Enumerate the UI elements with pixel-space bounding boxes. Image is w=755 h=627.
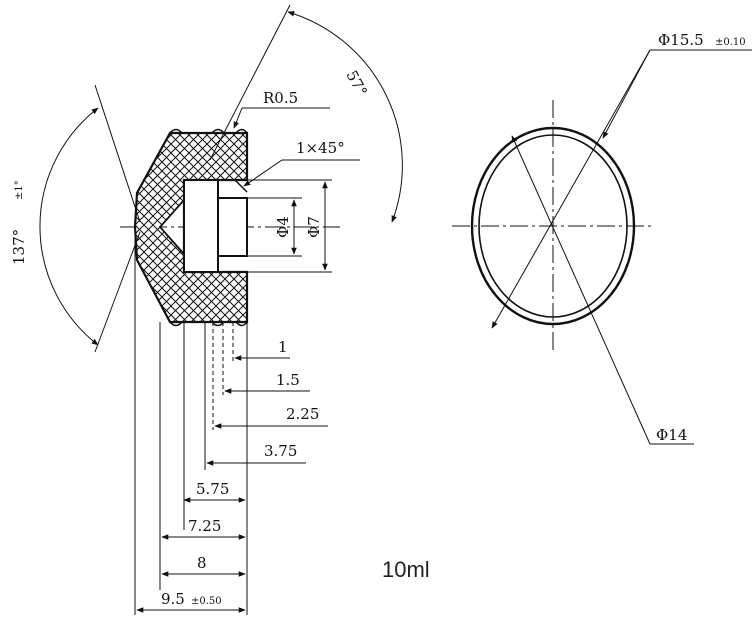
len-7-25-label: 7.25 [188, 517, 221, 535]
angle-57-ext-line [209, 4, 291, 161]
len-2-25-label: 2.25 [286, 405, 319, 423]
section-hatch [135, 133, 247, 322]
radius-label: R0.5 [263, 89, 298, 107]
outer-dia-label: Φ15.5 [658, 31, 704, 49]
len-8-label: 8 [197, 554, 207, 572]
len-1-label: 1 [278, 338, 288, 356]
angle-57-arc [287, 11, 403, 223]
volume-caption: 10ml [382, 557, 430, 582]
len-9-5-label: 9.5 [161, 590, 185, 608]
bore-large-label: Φ7 [305, 216, 323, 238]
angle-57-label: 57° [342, 67, 370, 99]
bore-large [183, 179, 219, 273]
bore-small-label: Φ4 [274, 216, 292, 238]
chamfer-leader-arrow [243, 159, 283, 187]
radius-leader-arrow [233, 107, 243, 129]
outer-dia-tolerance: ±0.10 [715, 37, 746, 48]
top-edge-bumps [169, 128, 248, 134]
angle-137-tolerance: ±1° [14, 180, 25, 200]
len-5-75-label: 5.75 [196, 480, 229, 498]
outer-circle [470, 126, 636, 326]
angle-137-ext-bottom [94, 231, 141, 353]
section-view: R0.5 1×45° 57° 137° ±1° Φ4 Φ7 [10, 4, 403, 615]
section-outline [133, 131, 249, 324]
len-3-75-label: 3.75 [264, 442, 297, 460]
angle-137-arc [39, 107, 99, 346]
bore-small [217, 197, 248, 257]
end-view: Φ15.5 ±0.10 Φ14 [452, 31, 752, 445]
angle-137-label: 137° [10, 229, 28, 265]
cone-point [158, 199, 185, 255]
chamfer-label: 1×45° [296, 139, 345, 157]
len-1-5-label: 1.5 [276, 371, 300, 389]
angle-137-ext-top [94, 84, 141, 223]
outer-dia-leader-arrow [602, 49, 651, 139]
outer-dia-leader [491, 49, 651, 329]
bore-chamfer [234, 179, 248, 193]
inner-circle [478, 134, 628, 318]
inner-dia-label: Φ14 [656, 426, 687, 444]
inner-dia-leader [511, 135, 651, 445]
len-9-5-tolerance: ±0.50 [191, 596, 222, 607]
